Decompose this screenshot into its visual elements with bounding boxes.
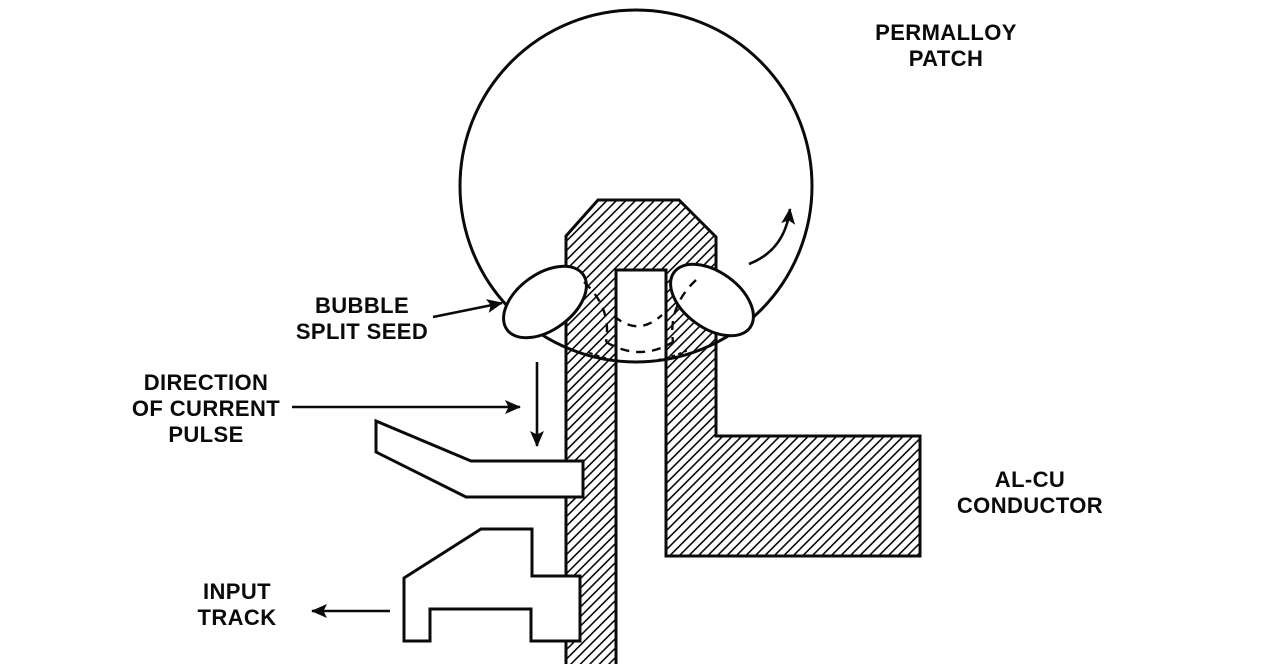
current-pulse-conductor-band (374, 418, 585, 499)
label-al-cu-conductor: AL-CU CONDUCTOR (957, 467, 1103, 518)
bubble-hidden-outline-bottom (605, 340, 674, 354)
bubble-lobe-left (502, 264, 588, 340)
label-bubble-line1: BUBBLE (315, 293, 409, 318)
bubble-hidden-outline-right (671, 279, 697, 343)
bubble-dotted-arc (589, 350, 687, 364)
label-direction-of-current-pulse: DIRECTION OF CURRENT PULSE (132, 370, 280, 447)
bubble-split-neck-dashed (613, 314, 663, 328)
bubble-lobe-right (669, 262, 755, 338)
bubble-seed-pointer-arrow (432, 299, 503, 319)
label-permalloy-patch: PERMALLOY PATCH (875, 20, 1017, 71)
label-permalloy-line1: PERMALLOY (875, 20, 1017, 45)
label-conductor-line2: CONDUCTOR (957, 493, 1103, 518)
permalloy-patch-circle (458, 8, 814, 364)
label-input-track: INPUT TRACK (198, 579, 277, 630)
bubble-hidden-outline-left (583, 281, 609, 343)
label-bubble-line2: SPLIT SEED (296, 319, 428, 344)
rotation-curved-arrow (748, 208, 796, 266)
al-cu-conductor-body (564, 198, 922, 664)
label-current-line1: DIRECTION (144, 370, 269, 395)
label-conductor-line1: AL-CU (995, 467, 1065, 492)
label-input-line2: TRACK (198, 605, 277, 630)
label-permalloy-line2: PATCH (909, 46, 984, 71)
label-input-line1: INPUT (203, 579, 271, 604)
input-track-band (402, 527, 582, 643)
label-current-line2: OF CURRENT (132, 396, 280, 421)
label-current-line3: PULSE (168, 422, 243, 447)
label-bubble-split-seed: BUBBLE SPLIT SEED (296, 293, 428, 344)
